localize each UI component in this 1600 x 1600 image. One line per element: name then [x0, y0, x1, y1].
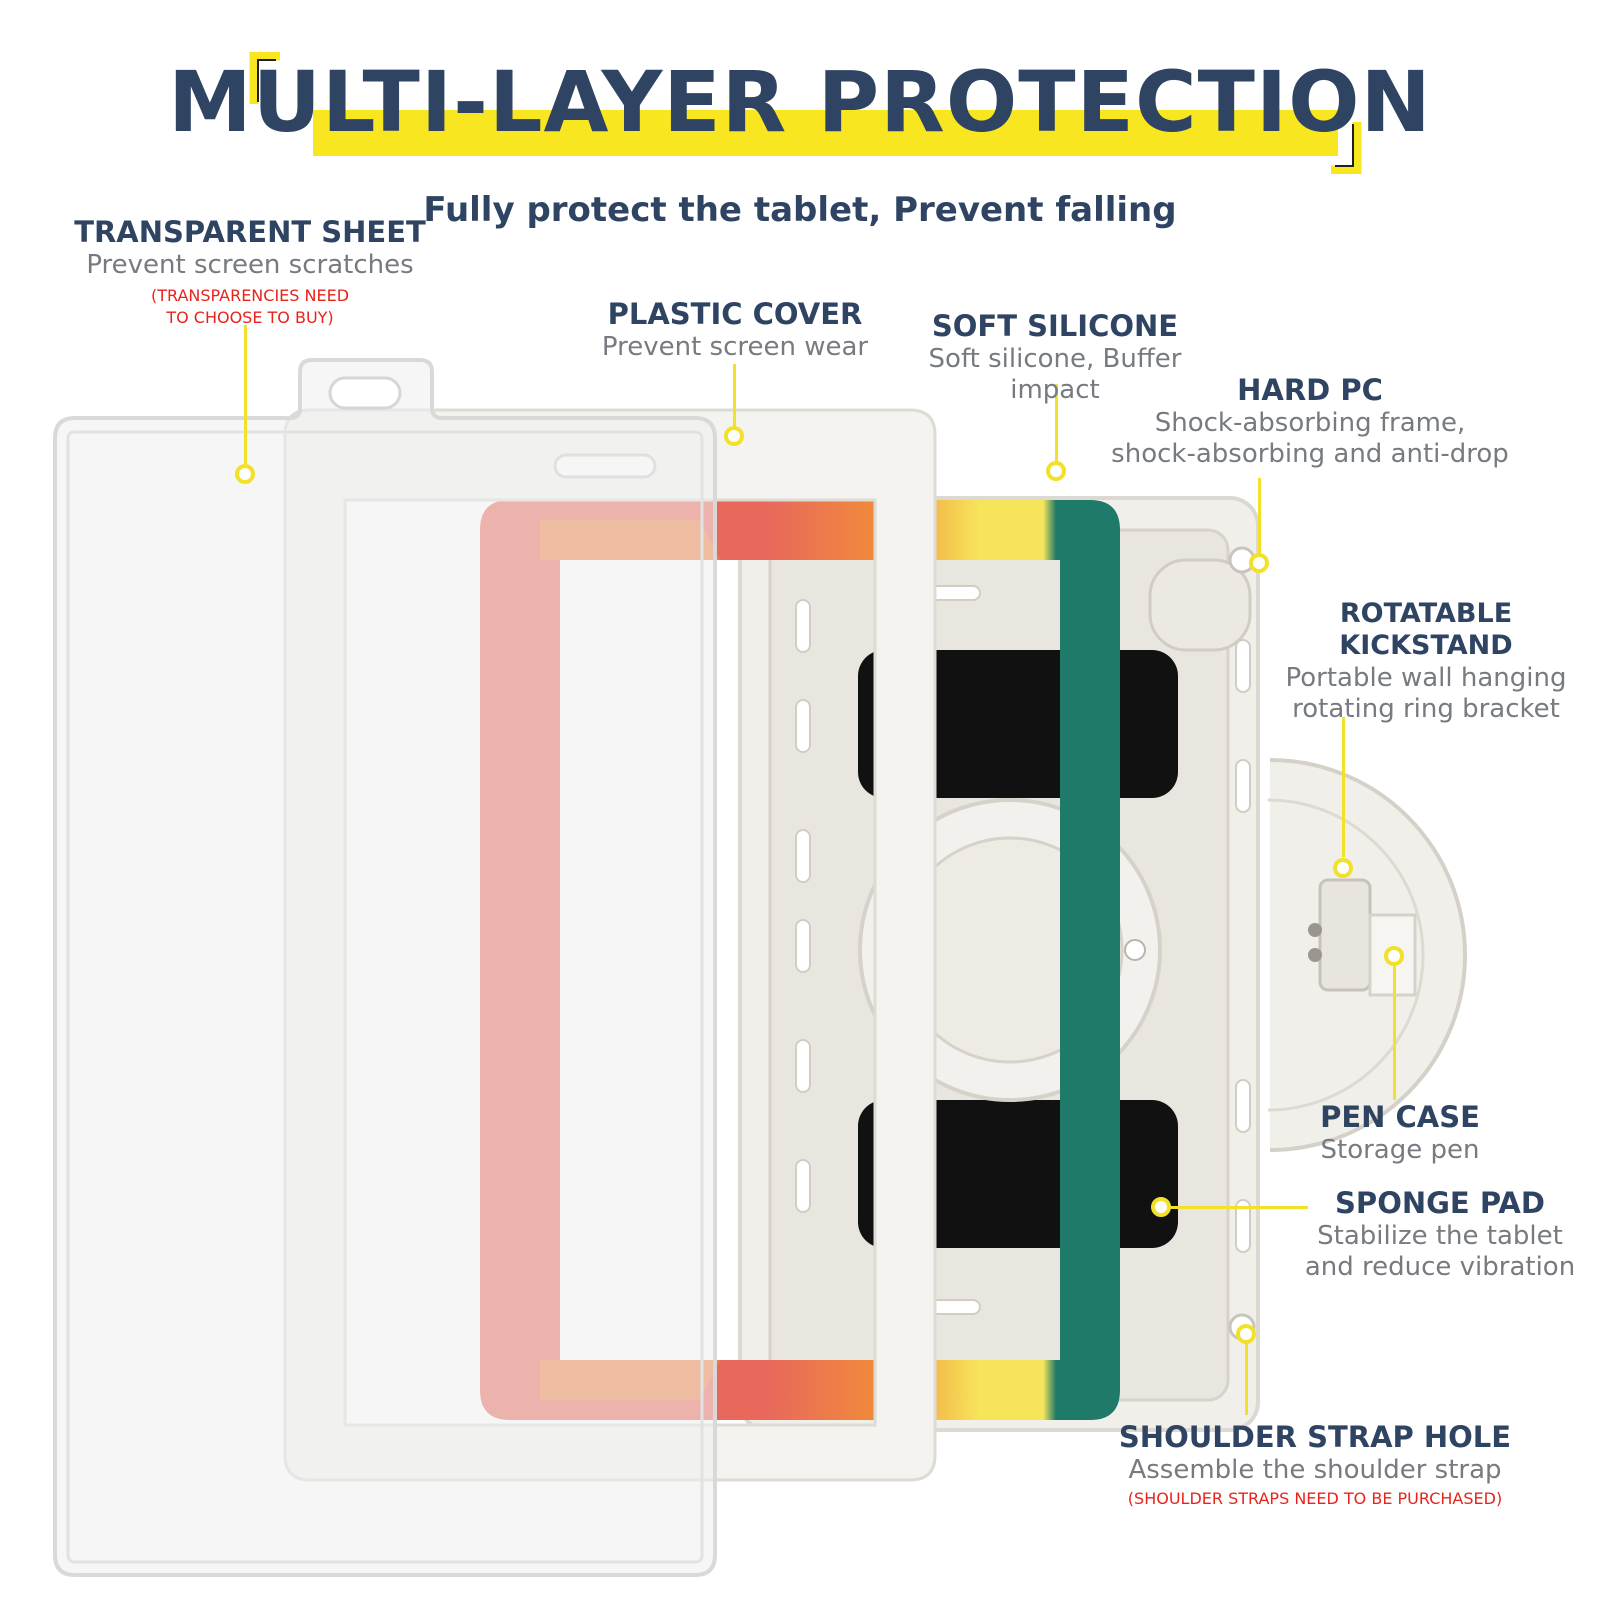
callout-dot-pen-case [1384, 946, 1404, 966]
callout-dot-hard-pc [1249, 553, 1269, 573]
callout-line-shoulder-strap-hole [1245, 1330, 1248, 1415]
callout-dot-plastic-cover [724, 426, 744, 446]
label-description: Prevent screen wear [601, 331, 869, 362]
callout-line-sponge-pad [1160, 1206, 1308, 1209]
callout-dot-shoulder-strap-hole [1236, 1324, 1256, 1344]
header: MULTI-LAYER PROTECTION [0, 40, 1600, 180]
callout-line-hard-pc [1258, 478, 1261, 558]
callout-line-plastic-cover [733, 364, 736, 434]
label-shoulder-strap-hole: SHOULDER STRAP HOLE Assemble the shoulde… [1100, 1420, 1530, 1510]
label-note: TO CHOOSE TO BUY) [166, 307, 334, 327]
label-heading: TRANSPARENT SHEET [74, 215, 426, 249]
label-description: Stabilize the tablet [1317, 1220, 1563, 1251]
bracket-left-icon [249, 52, 280, 104]
label-heading: SHOULDER STRAP HOLE [1118, 1420, 1512, 1454]
label-description: shock-absorbing and anti-drop [1111, 438, 1509, 469]
bracket-right-icon [1331, 122, 1362, 174]
callout-dot-rotatable-kickstand [1333, 858, 1353, 878]
callout-line-rotatable-kickstand [1342, 717, 1345, 857]
title-highlight-bar [313, 110, 1338, 156]
label-sponge-pad: SPONGE PAD Stabilize the tablet and redu… [1300, 1186, 1580, 1283]
label-pen-case: PEN CASE Storage pen [1280, 1100, 1520, 1166]
callout-line-pen-case [1393, 955, 1396, 1100]
callout-dot-soft-silicone [1046, 461, 1066, 481]
label-description: Portable wall hanging [1285, 662, 1567, 693]
label-description: Assemble the shoulder strap [1128, 1454, 1502, 1485]
label-note: (TRANSPARENCIES NEED [150, 285, 350, 305]
callout-line-transparent-sheet [244, 325, 247, 467]
label-heading: ROTATABLE KICKSTAND [1339, 598, 1513, 662]
label-heading: PLASTIC COVER [607, 297, 863, 331]
label-description: rotating ring bracket [1292, 693, 1560, 724]
label-heading: HARD PC [1237, 373, 1383, 407]
callout-line-soft-silicone [1055, 384, 1058, 469]
label-description: Soft silicone, Buffer impact [928, 343, 1182, 405]
page-title: MULTI-LAYER PROTECTION [168, 53, 1432, 151]
callout-dot-sponge-pad [1151, 1197, 1171, 1217]
label-heading: SPONGE PAD [1335, 1186, 1545, 1220]
label-description: Storage pen [1320, 1134, 1480, 1165]
rotatable-kickstand [1267, 758, 1467, 1152]
transparent-sheet [53, 358, 717, 1577]
label-description: and reduce vibration [1304, 1251, 1576, 1282]
label-note: (SHOULDER STRAPS NEED TO BE PURCHASED) [1127, 1488, 1503, 1508]
label-heading: PEN CASE [1320, 1100, 1480, 1134]
label-description: Prevent screen scratches [86, 249, 414, 280]
label-description: Shock-absorbing frame, [1154, 407, 1466, 438]
label-plastic-cover: PLASTIC COVER Prevent screen wear [595, 297, 875, 363]
callout-dot-transparent-sheet [235, 464, 255, 484]
label-soft-silicone: SOFT SILICONE Soft silicone, Buffer impa… [880, 309, 1230, 406]
label-rotatable-kickstand: ROTATABLE KICKSTAND Portable wall hangin… [1252, 598, 1600, 725]
hard-pc-shell [738, 496, 1260, 1432]
label-transparent-sheet: TRANSPARENT SHEET Prevent screen scratch… [70, 215, 430, 328]
label-hard-pc: HARD PC Shock-absorbing frame, shock-abs… [1100, 373, 1520, 470]
page-subtitle: Fully protect the tablet, Prevent fallin… [423, 190, 1177, 230]
label-heading: SOFT SILICONE [931, 309, 1179, 343]
